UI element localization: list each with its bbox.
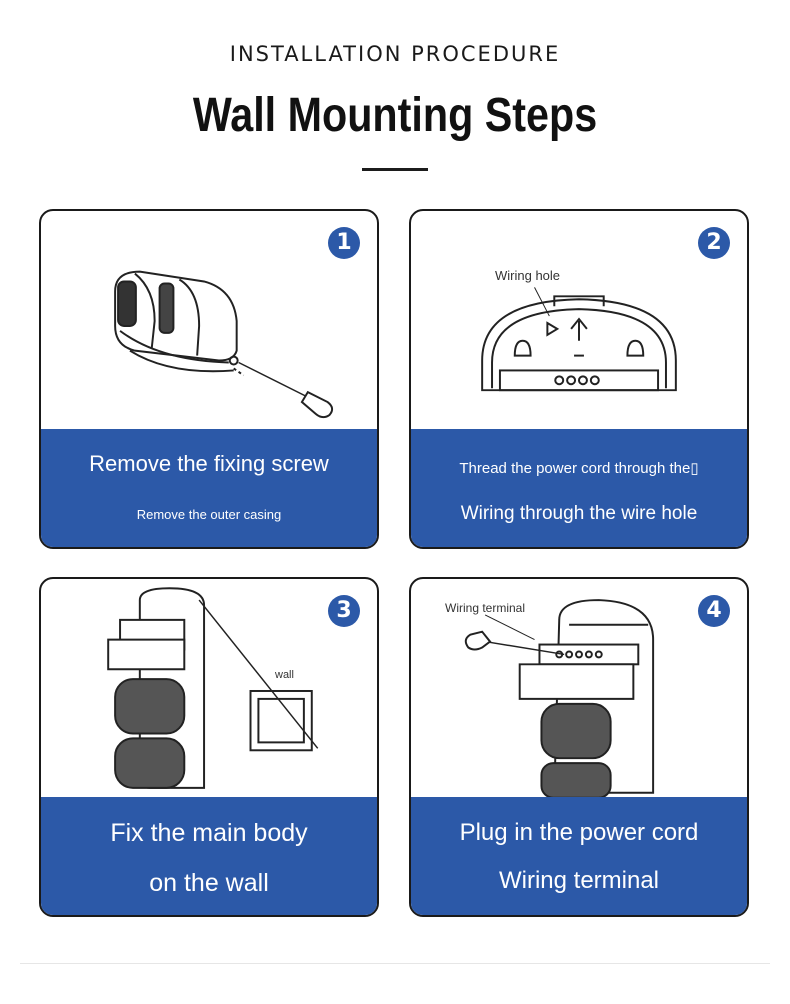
step-caption-band: Plug in the power cord Wiring terminal [411,797,747,915]
step-subtitle: Remove the outer casing [136,507,282,522]
body-mount-illustration [107,587,319,789]
step-caption-band: Fix the main body on the wall [41,797,377,915]
step-card-3: wall 3 Fix the main body on the wall [39,577,379,917]
page-title: Wall Mounting Steps [192,89,598,142]
step-number-badge: 1 [328,227,360,259]
detector-screwdriver-illustration [114,270,334,419]
step-number-badge: 2 [698,227,730,259]
callout-label: wall [275,669,294,681]
step-subtitle: Wiring terminal [498,867,660,894]
step-title: Thread the power cord through the▯ [459,460,699,477]
step-title: Remove the fixing screw [89,451,329,476]
step-subtitle: Wiring through the wire hole [460,503,698,524]
terminal-wiring-illustration [464,599,655,799]
step-card-1: 1 Remove the fixing screw Remove the out… [39,209,379,549]
step-number-badge: 4 [698,595,730,627]
base-wiring-hole-illustration [481,287,677,392]
step-card-4: Wiring terminal 4 Plug in the power cord… [409,577,749,917]
step-caption-band: Thread the power cord through the▯ Wirin… [411,429,747,547]
footer-divider [20,963,770,964]
callout-label: Wiring terminal [445,601,526,615]
title-divider [362,168,428,171]
step-subtitle: on the wall [149,869,269,897]
eyebrow-text: INSTALLATION PROCEDURE [229,42,561,66]
step-caption-band: Remove the fixing screw Remove the outer… [41,429,377,547]
step-number-badge: 3 [328,595,360,627]
step-title: Plug in the power cord [459,819,699,846]
step-title: Fix the main body [110,819,308,847]
step-card-2: Wiring hole 2 Thread the power cord thro… [409,209,749,549]
callout-label: Wiring hole [495,268,561,283]
